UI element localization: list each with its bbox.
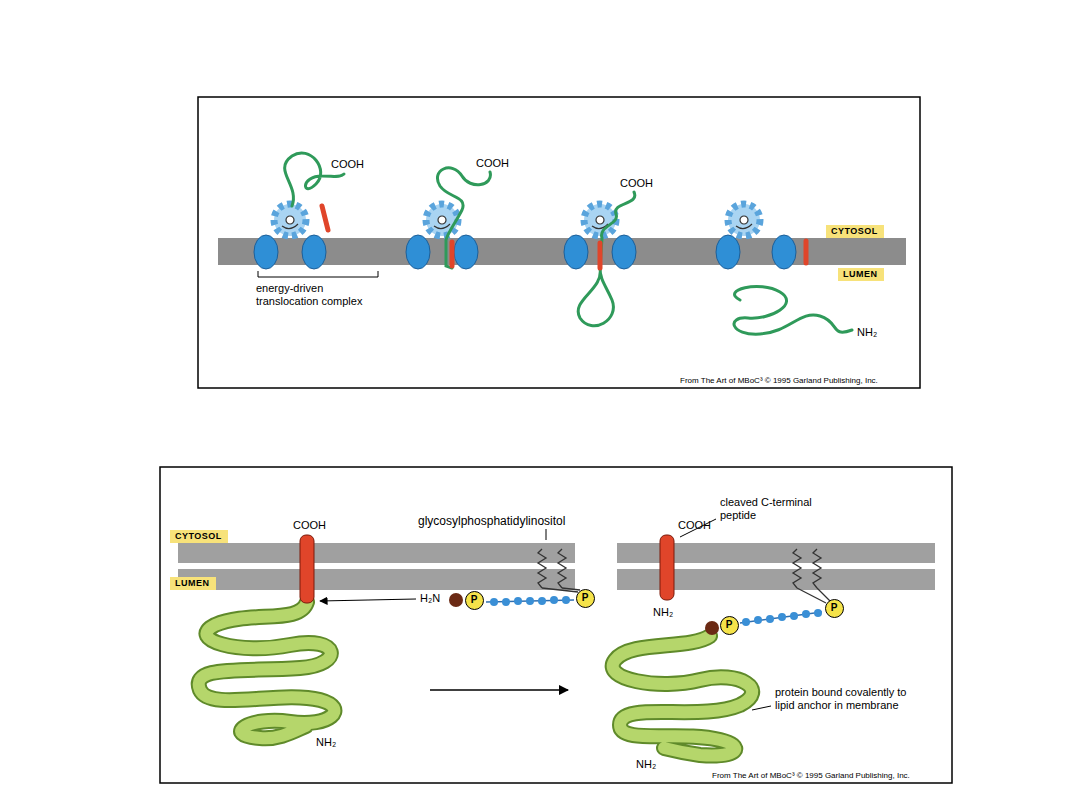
bracket xyxy=(258,271,378,277)
phosphate-circle: P xyxy=(720,616,739,635)
terminus-label: COOH xyxy=(476,157,509,170)
phosphate-circle: P xyxy=(825,599,844,618)
translocon-pores xyxy=(254,235,796,269)
leader-line xyxy=(546,529,547,540)
part-label: energy-driven translocation complex xyxy=(256,282,386,308)
protein-left xyxy=(199,535,335,738)
node-text: P xyxy=(726,620,733,630)
compartment-label: CYTOSOL xyxy=(170,530,228,543)
terminus-label: NH₂ xyxy=(653,606,673,619)
protein-right xyxy=(613,621,753,755)
part-label: protein bound covalently to lipid anchor… xyxy=(775,686,925,712)
compartment-label: LUMEN xyxy=(170,577,216,590)
terminus-label: COOH xyxy=(293,519,326,532)
terminus-label: H₂N xyxy=(420,592,440,605)
copyright-note: From The Art of MBoC³ © 1995 Garland Pub… xyxy=(712,771,910,781)
signal-peptides xyxy=(322,206,806,268)
terminus-label: COOH xyxy=(331,158,364,171)
compartment-label: CYTOSOL xyxy=(826,225,884,238)
node-text: CYTOSOL xyxy=(175,531,223,542)
copyright-note: From The Art of MBoC³ © 1995 Garland Pub… xyxy=(680,376,878,386)
pointer-arrow xyxy=(320,599,416,601)
gpi-anchor-right xyxy=(740,549,830,626)
leader-line xyxy=(752,706,771,710)
polypeptide-chains xyxy=(285,153,852,334)
panel-frame xyxy=(198,97,920,388)
terminus-label: COOH xyxy=(678,519,711,532)
process-arrow xyxy=(430,689,568,691)
node-text: CYTOSOL xyxy=(831,226,879,237)
compartment-label: LUMEN xyxy=(838,268,884,281)
node-text: LUMEN xyxy=(843,269,879,280)
lipid-bilayer xyxy=(178,543,935,590)
terminus-label: NH₂ xyxy=(316,736,336,749)
panel-frame xyxy=(160,467,952,783)
part-label: cleaved C-terminal peptide xyxy=(720,496,850,522)
phosphate-circle: P xyxy=(465,591,484,610)
node-text: P xyxy=(471,595,478,605)
terminus-label: NH₂ xyxy=(857,326,877,339)
node-text: LUMEN xyxy=(175,578,211,589)
ribosomes xyxy=(274,204,760,236)
cleaved-peptide xyxy=(660,535,674,600)
terminus-label: NH₂ xyxy=(636,758,656,771)
part-label: glycosylphosphatidylinositol xyxy=(418,514,565,528)
phosphate-circle: P xyxy=(576,589,595,608)
node-text: P xyxy=(831,603,838,613)
terminus-label: COOH xyxy=(620,177,653,190)
node-text: P xyxy=(582,593,589,603)
